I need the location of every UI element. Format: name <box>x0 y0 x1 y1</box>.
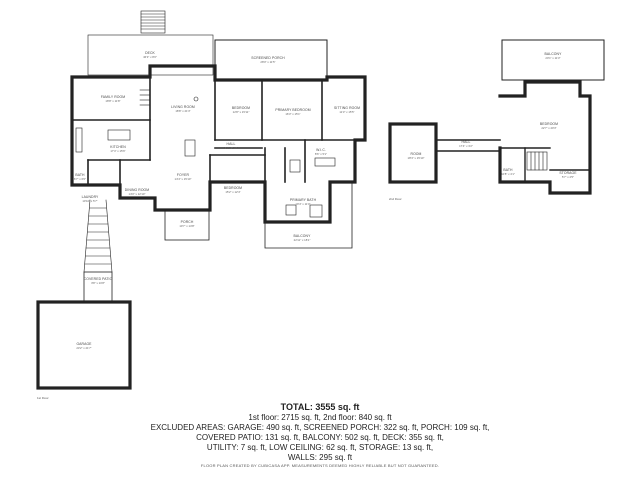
bedroom-1-label: BEDROOM <box>232 106 250 110</box>
foyer-label: FOYER <box>177 173 190 177</box>
bedroom-1-dims: 12'8" x 15'11" <box>233 110 250 114</box>
excluded-areas-2: COVERED PATIO: 131 sq. ft, BALCONY: 502 … <box>196 433 444 442</box>
garage-label: GARAGE <box>76 342 92 346</box>
balcony-1-label: BALCONY <box>294 234 312 238</box>
bath-1-label: BATH <box>75 173 85 177</box>
room-dims: 18'3" x 15'10" <box>408 156 425 160</box>
porch-outline <box>164 209 210 241</box>
balcony-1-outline <box>264 181 353 249</box>
room-label: ROOM <box>411 152 422 156</box>
room-labels: DECK 46'3" x 8'0" SCREENED PORCH 28'0" x… <box>37 51 577 400</box>
family-room-dims: 18'8" x 11'8" <box>105 99 120 103</box>
floor-areas: 1st floor: 2715 sq. ft, 2nd floor: 840 s… <box>248 413 392 422</box>
garage-dims: 23'2" x 21'7" <box>76 346 91 350</box>
interior-walls <box>71 76 366 186</box>
side-stairs <box>83 199 113 273</box>
bedroom-3-dims: 22'7" x 20'3" <box>541 126 556 130</box>
sitting-room-label: SITTING ROOM <box>334 106 360 110</box>
balcony-2-dims: 20'1" x 11'3" <box>545 56 560 60</box>
bedroom-2-dims: 15'2" x 12'4" <box>225 190 240 194</box>
first-floor <box>36 10 367 390</box>
credit-line: FLOOR PLAN CREATED BY CUBICASA APP. MEAS… <box>200 463 440 468</box>
primary-bath-dims: 19'4" x 11'0" <box>295 202 310 206</box>
wic-label: W.I.C. <box>316 148 326 152</box>
dining-room-dims: 14'0" x 12'10" <box>129 192 146 196</box>
first-floor-tag: 1st Floor <box>37 396 49 400</box>
screened-porch-label: SCREENED PORCH <box>251 56 285 60</box>
upper-hall-wall <box>435 139 501 152</box>
balcony-1-dims: 22'11" x 18'1" <box>294 238 311 242</box>
garage-outline <box>36 300 132 390</box>
bedroom-2-label: BEDROOM <box>224 186 242 190</box>
storage-label: STORAGE <box>559 171 577 175</box>
total-area: TOTAL: 3555 sq. ft <box>280 402 360 412</box>
porch-label: PORCH <box>181 220 194 224</box>
sitting-room-dims: 11'3" x 15'5" <box>339 110 354 114</box>
upper-room-wall <box>388 122 438 184</box>
deck-dims: 46'3" x 8'0" <box>143 55 157 59</box>
screened-porch-dims: 28'0" x 11'5" <box>260 60 275 64</box>
balcony-2-label: BALCONY <box>545 52 563 56</box>
laundry-dims: 10'10" x 5'7" <box>82 199 97 203</box>
bath-2-dims: 10'8" x 4'1" <box>501 172 515 176</box>
fixtures <box>75 89 336 218</box>
hall-2-dims: 17'4" x 3'2" <box>459 144 473 148</box>
excluded-areas-1: EXCLUDED AREAS: GARAGE: 490 sq. ft, SCRE… <box>150 423 490 432</box>
bath-1-dims: 6'7" x 6'0" <box>74 177 86 181</box>
second-floor-tag: 2nd Floor <box>389 197 402 201</box>
porch-dims: 10'7" x 14'8" <box>179 224 194 228</box>
excluded-areas-3: UTILITY: 7 sq. ft, LOW CEILING: 62 sq. f… <box>206 443 434 452</box>
primary-bedroom-dims: 16'3" x 15'1" <box>285 112 300 116</box>
hall-2-label: HALL <box>462 140 471 144</box>
balcony-2-outline <box>501 39 605 81</box>
primary-bath-label: PRIMARY BATH <box>290 198 317 202</box>
wic-dims: 8'6" x 5'1" <box>315 152 327 156</box>
covered-patio-dims: 3'8" x 10'8" <box>91 281 105 285</box>
second-floor <box>388 39 605 195</box>
kitchen-dims: 17'4" x 15'6" <box>110 149 125 153</box>
storage-dims: 5'7" x 2'5" <box>562 175 574 179</box>
foyer-dims: 14'4" x 15'10" <box>175 177 192 181</box>
upper-bedroom-wall <box>498 80 592 195</box>
laundry-label: LAUNDRY <box>82 195 99 199</box>
covered-patio-label: COVERED PATIO <box>84 277 113 281</box>
living-room-label: LIVING ROOM <box>171 105 195 109</box>
bedroom-3-label: BEDROOM <box>540 122 558 126</box>
kitchen-label: KITCHEN <box>110 145 126 149</box>
upper-stairs <box>526 151 548 171</box>
living-room-dims: 18'8" x 21'3" <box>175 109 190 113</box>
walls-area: WALLS: 295 sq. ft <box>287 453 353 462</box>
family-room-label: FAMILY ROOM <box>101 95 125 99</box>
top-stairs <box>140 10 166 34</box>
primary-bedroom-label: PRIMARY BEDROOM <box>275 108 310 112</box>
main-house-wall <box>70 64 367 224</box>
hall-label: HALL <box>227 142 236 146</box>
dining-room-label: DINING ROOM <box>125 188 150 192</box>
hall-dims: 30'1" x 3'8" <box>224 146 238 150</box>
area-breakdown: 1st floor: 2715 sq. ft, 2nd floor: 840 s… <box>0 413 640 463</box>
bath-2-label: BATH <box>503 168 513 172</box>
upper-interior <box>499 147 591 183</box>
deck-label: DECK <box>145 51 155 55</box>
